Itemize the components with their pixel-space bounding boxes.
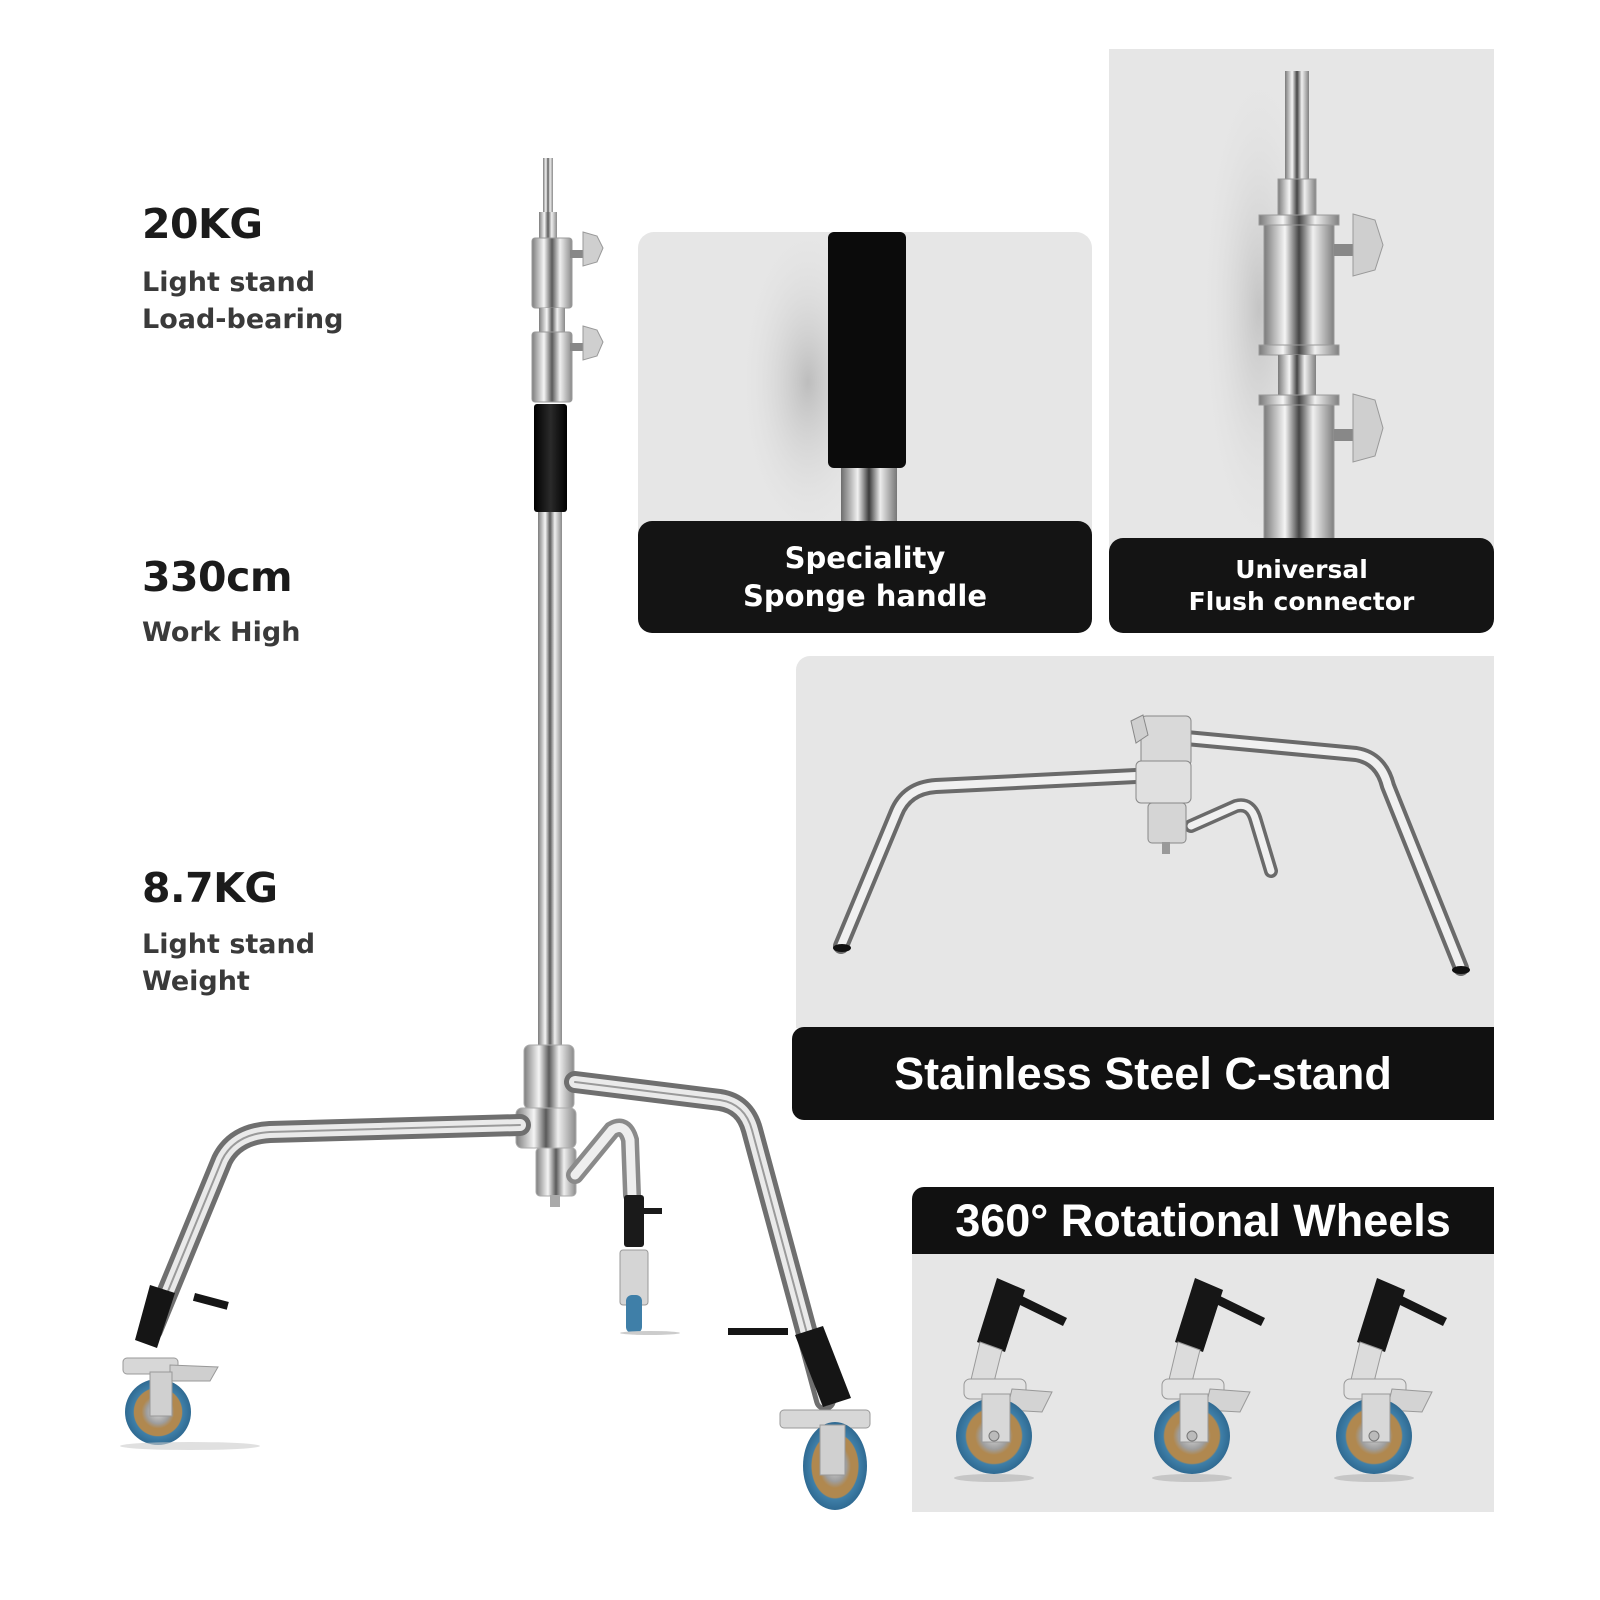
- caption-line: Universal: [1235, 554, 1368, 584]
- caster-rear: [619, 1195, 680, 1335]
- sponge-grip: [534, 404, 567, 512]
- caster-1: [953, 1277, 1068, 1483]
- caption-line: Sponge handle: [743, 579, 987, 613]
- flush-connector-closeup: [1199, 59, 1384, 549]
- c-stand-banner: Stainless Steel C-stand: [792, 1027, 1494, 1120]
- spec-label: Work High: [142, 617, 301, 648]
- wheels-banner: 360° Rotational Wheels: [912, 1187, 1494, 1254]
- flush-connector-caption: Universal Flush connector: [1109, 538, 1494, 633]
- spec-label: Light stand: [142, 267, 316, 298]
- caster-3: [1333, 1277, 1448, 1483]
- spec-value: 20KG: [142, 200, 263, 248]
- sponge-handle-caption: Speciality Sponge handle: [638, 521, 1092, 633]
- main-pole: [538, 512, 562, 1052]
- casters-row: [953, 1277, 1448, 1483]
- flush-connector-panel: [1109, 49, 1494, 549]
- sponge-handle-closeup: [738, 232, 906, 532]
- c-stand-base-closeup: [833, 714, 1470, 976]
- caption-line: Flush connector: [1188, 586, 1415, 616]
- spec-value: 8.7KG: [142, 864, 278, 912]
- spec-label: Light stand: [142, 929, 316, 960]
- wheels-panel: [912, 1254, 1494, 1512]
- caster-right: [728, 1326, 871, 1510]
- wheels-title: 360° Rotational Wheels: [955, 1194, 1451, 1246]
- spec-label: Weight: [142, 966, 250, 997]
- legs: [141, 1071, 836, 1411]
- caster-2: [1151, 1277, 1266, 1483]
- spec-value: 330cm: [142, 553, 293, 601]
- caster-left: [120, 1285, 260, 1450]
- c-stand-base-panel: [796, 656, 1494, 1028]
- c-stand-title: Stainless Steel C-stand: [894, 1047, 1392, 1099]
- caption-line: Speciality: [784, 541, 946, 575]
- sponge-handle-panel: [638, 232, 1092, 532]
- top-spigot: [531, 158, 604, 403]
- spec-label: Load-bearing: [142, 304, 344, 335]
